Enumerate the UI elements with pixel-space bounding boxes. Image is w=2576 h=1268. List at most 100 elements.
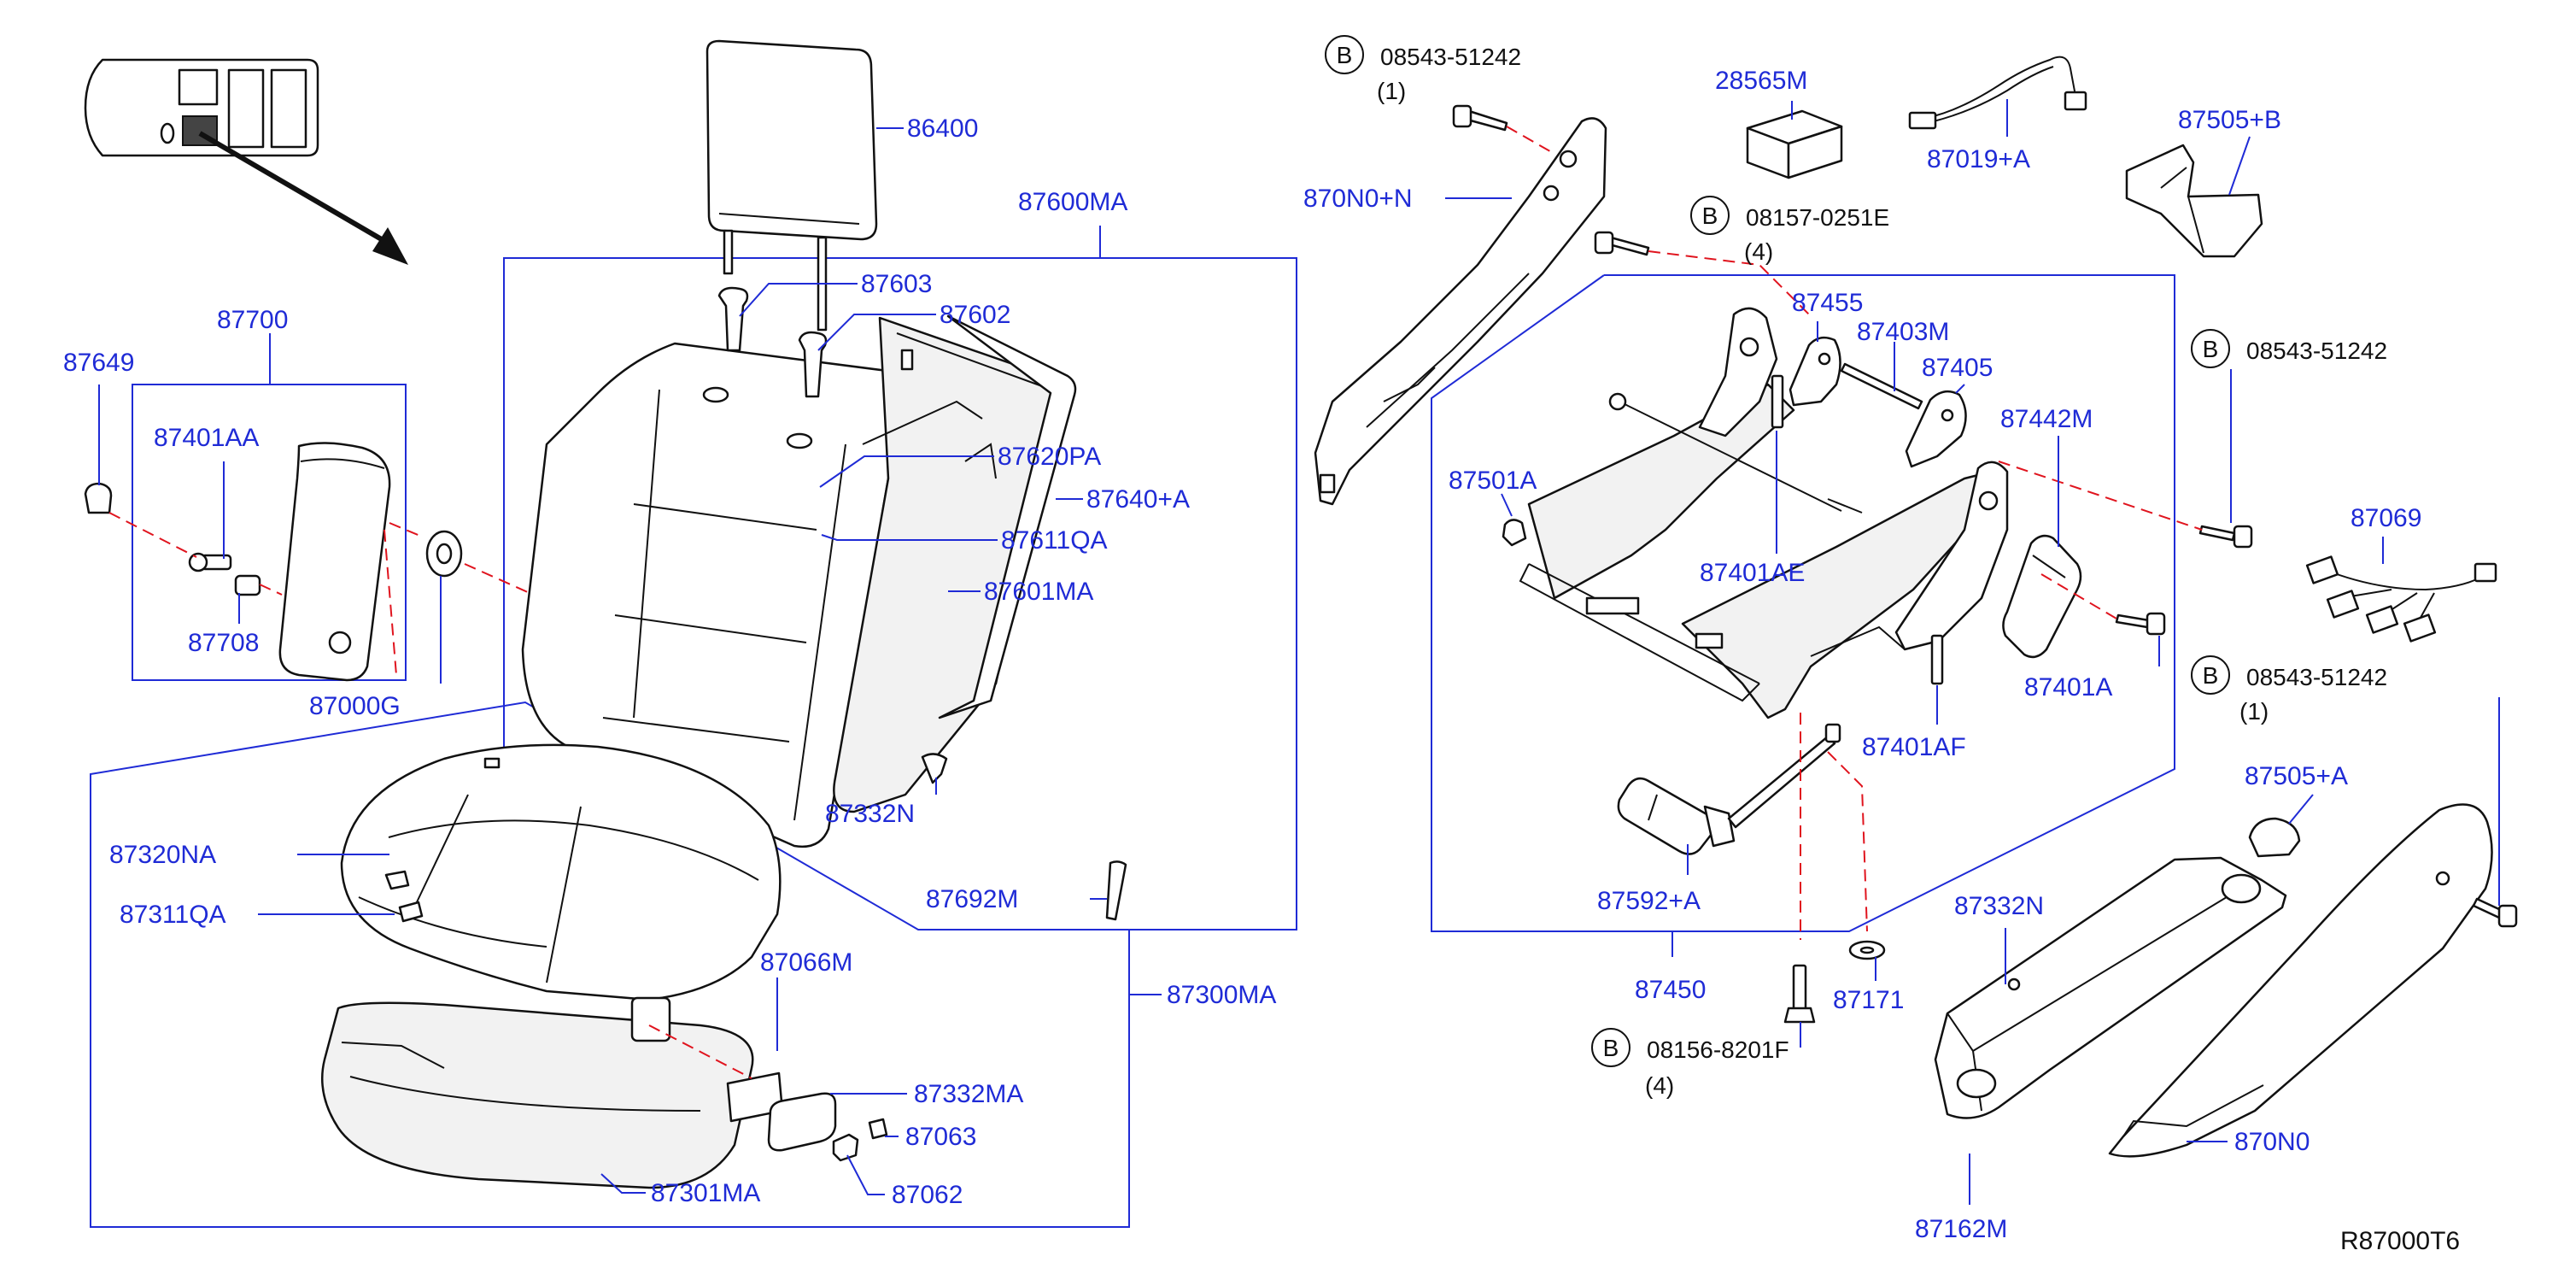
- seat-back-board: [938, 314, 1077, 719]
- armrest-collar-87708: [234, 574, 261, 596]
- callout-87700: 87700: [217, 306, 288, 334]
- callout-87601ma: 87601MA: [984, 578, 1093, 606]
- callout-87332n-rail: 87332N: [1954, 892, 2044, 920]
- harness-87069: [2305, 555, 2497, 643]
- b-badge: B: [2203, 336, 2219, 362]
- callout-87505a: 87505+A: [2245, 762, 2348, 790]
- part-number-label: 08543-51242: [1380, 44, 1521, 70]
- callout-87602: 87602: [940, 301, 1010, 329]
- callout-87066m: 87066M: [760, 948, 852, 977]
- callout-87455: 87455: [1792, 289, 1863, 317]
- callout-87620pa: 87620PA: [998, 443, 1101, 471]
- knob-87062: [832, 1133, 859, 1162]
- callout-87063: 87063: [905, 1123, 976, 1151]
- vehicle-locator-icon: [84, 58, 408, 265]
- callout-87600ma: 87600MA: [1018, 188, 1127, 216]
- part-number-label: 08157-0251E: [1746, 204, 1889, 231]
- seat-cushion-frame: [320, 996, 754, 1189]
- callout-87311qa: 87311QA: [120, 901, 226, 929]
- callout-87592a: 87592+A: [1597, 887, 1701, 915]
- callout-28565m: 28565M: [1715, 67, 1807, 95]
- callout-87401a: 87401A: [2024, 673, 2112, 702]
- bracket-87405: [1905, 390, 1967, 468]
- callout-87320na: 87320NA: [109, 841, 216, 869]
- quantity-label: (1): [2239, 698, 2269, 725]
- seat-track-assembly: [1519, 307, 2009, 719]
- callout-87505b: 87505+B: [2178, 106, 2281, 134]
- part-labels: 86400 87600MA 87603 87602 87620PA 87640+…: [63, 67, 2421, 1243]
- callout-87603: 87603: [861, 270, 932, 298]
- motor-87592a: [1617, 723, 1841, 855]
- callout-87611qa: 87611QA: [1001, 526, 1108, 555]
- callout-87000g: 87000G: [309, 692, 401, 720]
- callout-87300ma: 87300MA: [1167, 981, 1276, 1009]
- callout-87649: 87649: [63, 349, 134, 377]
- callout-87403m: 87403M: [1857, 318, 1949, 346]
- shaft-87403m: [1840, 362, 1923, 410]
- washer-87000g: [425, 530, 463, 578]
- rail-cover-87162m: [1934, 856, 2287, 1119]
- bolt-87401a: [2115, 612, 2166, 636]
- seat-back-trim: [521, 342, 934, 848]
- callout-87332n-back: 87332N: [825, 800, 915, 828]
- callout-87301ma: 87301MA: [651, 1179, 760, 1207]
- cover-87505b: [2125, 144, 2263, 258]
- bolt-callout-08156: B 08156-8201F (4): [1591, 1028, 1789, 1099]
- b-badge: B: [1702, 203, 1718, 229]
- b-badge: B: [1603, 1035, 1619, 1061]
- callout-87401ae: 87401AE: [1700, 559, 1805, 587]
- callout-87708: 87708: [188, 629, 259, 657]
- callout-87069: 87069: [2351, 504, 2421, 532]
- callout-87501a: 87501A: [1449, 467, 1537, 495]
- side-cover-870n0: [2108, 803, 2493, 1158]
- leader-lines: [98, 99, 2500, 1205]
- callout-87401af: 87401AF: [1862, 733, 1966, 761]
- bolt-08156: [1783, 964, 1816, 1024]
- callout-87332ma: 87332MA: [914, 1080, 1023, 1108]
- cap-87505a: [2248, 817, 2301, 858]
- motor-87442m: [2002, 534, 2082, 659]
- seat-cushion-trim: [340, 743, 782, 1001]
- callout-87171: 87171: [1833, 986, 1904, 1014]
- bolt-87401ae: [1771, 374, 1784, 429]
- seat-back-clip: [921, 753, 948, 784]
- part-number-label: 08543-51242: [2246, 664, 2387, 690]
- band-87692m: [1105, 860, 1127, 921]
- bolt-callout-08543-right: B 08543-51242: [2191, 329, 2387, 368]
- part-number-label: 08543-51242: [2246, 338, 2387, 364]
- callout-87450: 87450: [1635, 976, 1706, 1004]
- armrest: [278, 442, 391, 682]
- seat-track-frame-outline: [1431, 274, 2175, 932]
- b-badge: B: [2203, 662, 2219, 689]
- switch-cover-87332ma: [767, 1092, 837, 1152]
- bolt-08543-top: [1452, 104, 1508, 132]
- bolt-08543-right: [2198, 525, 2253, 549]
- armrest-cap-87649: [84, 482, 113, 514]
- bolt-87401af: [1930, 634, 1944, 685]
- seat-cushion-clips: [384, 870, 424, 923]
- recliner-cover-870n0n: [1314, 117, 1607, 506]
- bolt-callout-08157: B 08157-0251E (4): [1690, 196, 1889, 265]
- part-number-label: 08156-8201F: [1647, 1036, 1789, 1063]
- bracket-87455: [1789, 336, 1841, 407]
- callout-87401aa: 87401AA: [154, 424, 259, 452]
- knob-87063: [868, 1118, 888, 1140]
- callout-87692m: 87692M: [926, 885, 1018, 913]
- callout-87162m: 87162M: [1915, 1215, 2007, 1243]
- bolt-callout-08543-top: B 08543-51242 (1): [1325, 35, 1521, 104]
- callout-87640a: 87640+A: [1086, 485, 1190, 514]
- callout-87019a: 87019+A: [1927, 145, 2030, 173]
- bolt-08543-side: [2472, 897, 2518, 928]
- harness-87019a: [1908, 56, 2087, 130]
- headrest: [705, 39, 878, 332]
- bolt-08157: [1594, 231, 1650, 256]
- callout-870n0: 870N0: [2234, 1128, 2310, 1156]
- quantity-label: (1): [1377, 78, 1406, 104]
- diagram-reference-code: R87000T6: [2340, 1227, 2460, 1255]
- bolt-87501a: [1502, 519, 1527, 547]
- control-unit-28565m: [1746, 109, 1843, 179]
- callout-87405: 87405: [1922, 354, 1993, 382]
- callout-86400: 86400: [907, 114, 978, 143]
- b-badge: B: [1337, 42, 1353, 68]
